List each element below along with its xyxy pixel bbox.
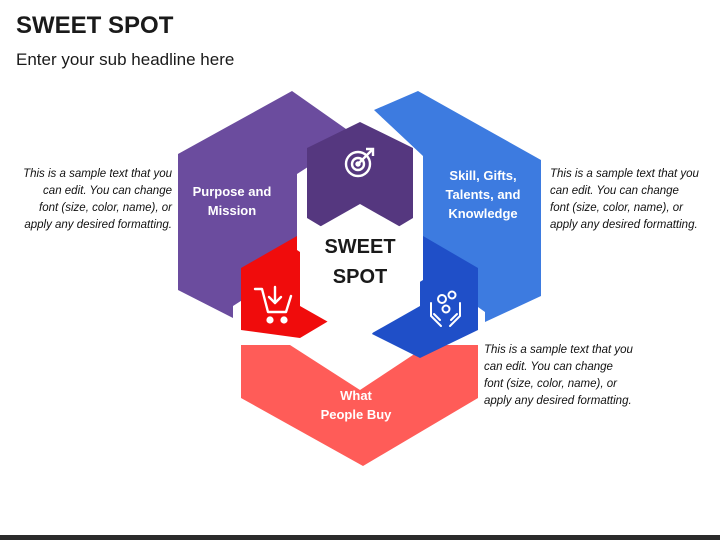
note-bottom: This is a sample text that you can edit.…	[484, 344, 633, 407]
skill-label-line1: Skill, Gifts,	[449, 168, 516, 183]
center-label-line1: SWEET	[324, 236, 395, 258]
buy-label-line1: What	[340, 388, 372, 403]
shopping-cart-icon	[253, 285, 293, 324]
hands-gears-segment	[372, 236, 478, 358]
skill-segment	[374, 91, 541, 322]
note-left: This is a sample text that you can edit.…	[23, 168, 172, 231]
skill-label-line2: Talents, and	[446, 187, 521, 202]
buy-segment	[241, 345, 478, 466]
center-hexagon	[300, 204, 420, 340]
note-right: This is a sample text that you can edit.…	[550, 168, 699, 231]
hands-gears-icon	[430, 290, 461, 327]
footer-bar	[0, 535, 720, 540]
page-subtitle: Enter your sub headline here	[16, 50, 235, 69]
target-icon	[344, 147, 375, 178]
page-title: SWEET SPOT	[16, 12, 174, 39]
skill-label-line3: Knowledge	[448, 206, 517, 221]
center-label-line2: SPOT	[333, 266, 387, 288]
purpose-label-line2: Mission	[208, 203, 256, 218]
buy-label-line2: People Buy	[321, 407, 393, 422]
purpose-label-line1: Purpose and	[193, 184, 272, 199]
